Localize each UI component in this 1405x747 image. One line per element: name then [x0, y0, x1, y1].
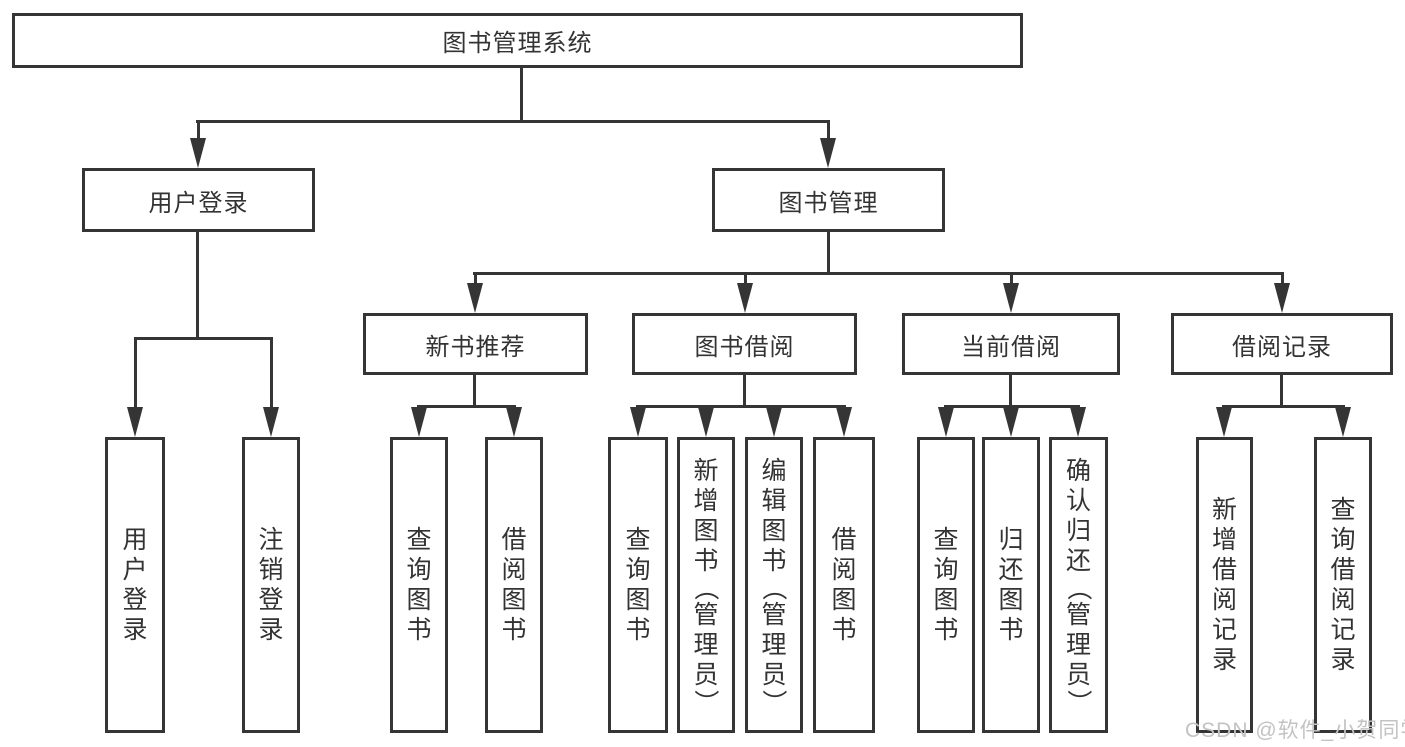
leaf-borrow-edit-books-admin: 编辑图书（管理员） [745, 437, 803, 733]
leaf-current-query-books: 查询图书 [917, 437, 975, 733]
node-borrow-record: 借阅记录 [1171, 313, 1393, 375]
down-arrow-icon [263, 337, 279, 437]
leaf-current-confirm-return-admin: 确认归还（管理员） [1049, 437, 1108, 733]
connector-user-login-vline [196, 232, 199, 340]
leaf-record-query-borrow-record: 查询借阅记录 [1314, 437, 1372, 733]
connector-book-borrow-hline [636, 405, 846, 408]
leaf-user-login: 用户登录 [105, 437, 165, 733]
down-arrow-icon [1003, 405, 1019, 437]
connector-new-book-vline [473, 375, 476, 408]
down-arrow-icon [411, 405, 427, 437]
connector-level2-hline [196, 120, 830, 123]
leaf-borrow-query-books: 查询图书 [608, 437, 668, 733]
connector-current-borrow-vline [1009, 375, 1012, 408]
connector-level3-hline [473, 272, 1283, 275]
connector-book-borrow-vline [743, 375, 746, 408]
node-new-book-recommend: 新书推荐 [363, 313, 588, 375]
down-arrow-icon [1216, 405, 1232, 437]
connector-root-vline [520, 68, 523, 123]
node-user-login: 用户登录 [82, 168, 315, 232]
down-arrow-icon [1003, 272, 1019, 313]
down-arrow-icon [1274, 272, 1290, 313]
connector-borrow-record-hline [1222, 405, 1345, 408]
down-arrow-icon [190, 120, 206, 168]
down-arrow-icon [630, 405, 646, 437]
node-book-borrow: 图书借阅 [632, 313, 857, 375]
node-root-system: 图书管理系统 [12, 13, 1023, 68]
leaf-logout: 注销登录 [242, 437, 300, 733]
down-arrow-icon [506, 405, 522, 437]
node-current-borrow: 当前借阅 [902, 313, 1120, 375]
leaf-current-return-books: 归还图书 [982, 437, 1040, 733]
connector-user-login-hline [134, 337, 273, 340]
down-arrow-icon [938, 405, 954, 437]
down-arrow-icon [836, 405, 852, 437]
leaf-newbook-borrow-books: 借阅图书 [485, 437, 543, 733]
connector-new-book-hline [417, 405, 516, 408]
csdn-watermark: CSDN @软件_小贺同学 [1185, 719, 1405, 742]
node-book-management: 图书管理 [712, 168, 945, 232]
connector-book-mgmt-vline [827, 232, 830, 275]
leaf-borrow-borrow-books: 借阅图书 [813, 437, 875, 733]
down-arrow-icon [698, 405, 714, 437]
leaf-newbook-query-books: 查询图书 [390, 437, 448, 733]
down-arrow-icon [737, 272, 753, 313]
down-arrow-icon [766, 405, 782, 437]
down-arrow-icon [467, 272, 483, 313]
leaf-record-add-borrow-record: 新增借阅记录 [1196, 437, 1253, 733]
connector-borrow-record-vline [1280, 375, 1283, 408]
down-arrow-icon [1335, 405, 1351, 437]
leaf-borrow-add-books-admin: 新增图书（管理员） [677, 437, 735, 733]
down-arrow-icon [127, 337, 143, 437]
down-arrow-icon [820, 120, 836, 168]
down-arrow-icon [1070, 405, 1086, 437]
